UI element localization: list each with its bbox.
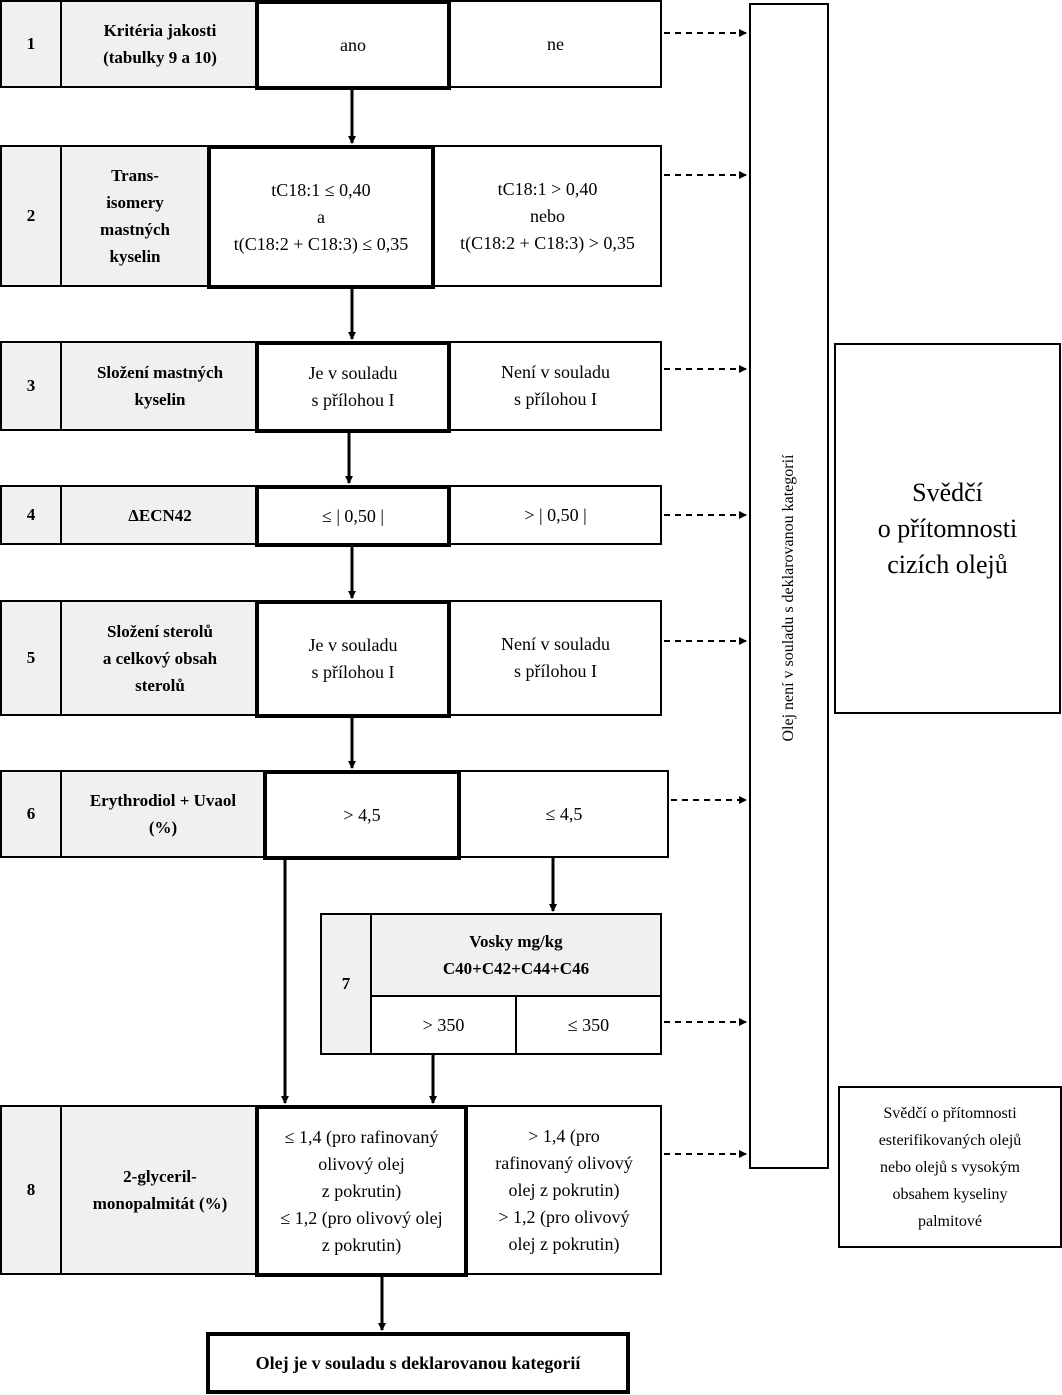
step-8-fail: > 1,4 (pro rafinovaný olivový olej z pok… [466,1105,662,1275]
step-5-pass: Je v souladu s přílohou I [255,600,451,718]
step-4-number: 4 [0,485,62,545]
step-1-criterion: Kritéria jakosti (tabulky 9 a 10) [60,0,260,88]
step-5-number: 5 [0,600,62,716]
step-1-number: 1 [0,0,62,88]
step-7-criterion: Vosky mg/kg C40+C42+C44+C46 [370,913,662,997]
step-6-pass: > 4,5 [263,770,461,860]
step-8-pass: ≤ 1,4 (pro rafinovaný olivový olej z pok… [255,1105,468,1277]
step-1-pass: ano [255,0,451,90]
step-7-pass: > 350 [370,995,517,1055]
not-compliant-column [749,3,829,1169]
step-6-number: 6 [0,770,62,858]
final-result-box: Olej je v souladu s deklarovanou kategor… [206,1332,630,1394]
step-5-fail: Není v souladu s přílohou I [449,600,662,716]
not-compliant-label: Olej není v souladu s deklarovanou kateg… [780,454,797,742]
step-2-number: 2 [0,145,62,287]
step-3-pass: Je v souladu s přílohou I [255,341,451,433]
step-8-number: 8 [0,1105,62,1275]
step-4-fail: > | 0,50 | [449,485,662,545]
step-2-fail: tC18:1 > 0,40 nebo t(C18:2 + C18:3) > 0,… [433,145,662,287]
step-4-criterion: ΔECN42 [60,485,260,545]
step-2-criterion: Trans- isomery mastných kyselin [60,145,210,287]
step-7-fail: ≤ 350 [515,995,662,1055]
step-3-criterion: Složení mastných kyselin [60,341,260,431]
foreign-oils-box: Svědčí o přítomnosti cizích olejů [834,343,1061,714]
step-5-criterion: Složení sterolů a celkový obsah sterolů [60,600,260,716]
step-2-pass: tC18:1 ≤ 0,40 a t(C18:2 + C18:3) ≤ 0,35 [207,145,435,289]
step-6-fail: ≤ 4,5 [459,770,669,858]
step-7-number: 7 [320,913,372,1055]
step-6-criterion: Erythrodiol + Uvaol (%) [60,770,266,858]
step-4-pass: ≤ | 0,50 | [255,485,451,547]
esterified-oils-box: Svědčí o přítomnosti esterifikovaných ol… [838,1086,1062,1248]
step-8-criterion: 2-glyceril- monopalmitát (%) [60,1105,260,1275]
step-3-fail: Není v souladu s přílohou I [449,341,662,431]
step-1-fail: ne [449,0,662,88]
step-3-number: 3 [0,341,62,431]
